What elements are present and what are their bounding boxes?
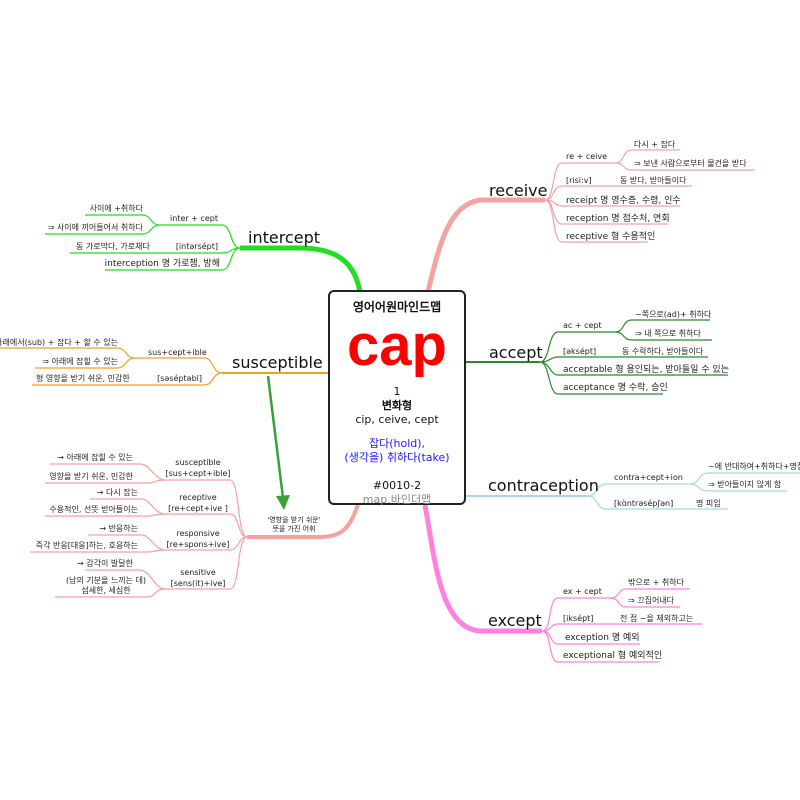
group-word: receptive xyxy=(179,493,217,502)
susceptible-parts-meaning-1: 아래에서(sub) + 잡다 + 할 수 있는 xyxy=(0,337,118,347)
except-derivative: exception 명 예외 xyxy=(565,631,640,643)
except-parts-meaning-2: ⇒ 끄집어내다 xyxy=(628,595,675,605)
group-word-meaning: (남의 기분을 느끼는 데) xyxy=(66,575,146,585)
susceptible-pronunciation: [səséptəbl] xyxy=(157,373,202,383)
receive-derivative: reception 명 접수처, 연회 xyxy=(566,212,670,224)
group-word-meaning: 섬세한, 세심한 xyxy=(81,585,131,595)
receive-parts-meaning-1: 다시 + 잡다 xyxy=(634,139,676,149)
group-word-parts: [re+spons+ive] xyxy=(167,540,230,549)
branch-accept xyxy=(466,319,728,395)
intercept-parts-meaning-2: ⇒ 사이에 끼어들어서 취하다 xyxy=(48,222,144,232)
accept-pronunciation: [əksépt] xyxy=(563,346,596,356)
intercept-pronunciation: [intərsépt] xyxy=(176,241,218,251)
contraception-parts-meaning-1: ~에 반대하여+취하다+명접 xyxy=(708,461,800,471)
receive-derivative: receipt 명 영수증, 수령, 인수 xyxy=(566,194,681,206)
group-word-meaning: → 반응하는 xyxy=(99,523,138,533)
accept-parts: ac + cept xyxy=(563,321,602,330)
relation-arrow xyxy=(266,375,290,510)
branch-label-contraception[interactable]: contraception xyxy=(488,476,599,495)
center-root-word: cap xyxy=(347,313,447,378)
branch-label-receive[interactable]: receive xyxy=(489,181,547,200)
group-word-meaning: 즉각 반응[대응]하는, 호응하는 xyxy=(36,540,138,550)
group-word: responsive xyxy=(176,529,219,538)
accept-derivative: acceptable 형 용인되는, 받아들일 수 있는 xyxy=(563,363,729,375)
contraception-parts: contra+cept+ion xyxy=(614,473,683,482)
center-meaning: (생각을) 취하다(take) xyxy=(344,451,450,464)
accept-parts-meaning-2: ⇒ 내 쪽으로 취하다 xyxy=(635,328,701,338)
center-brand: map.바인더맵 xyxy=(362,493,432,506)
except-parts-meaning-1: 밖으로 + 취하다 xyxy=(628,577,685,587)
group-word-parts: [sens(it)+ive] xyxy=(171,579,226,588)
center-variants-label: 변화형 xyxy=(381,399,413,412)
group-word-meaning: → 감각이 발달한 xyxy=(77,558,134,568)
susceptible-meaning: 형 영향을 받기 쉬운, 민감한 xyxy=(36,373,130,383)
group-label: '영향을 받기 쉬운' xyxy=(267,515,320,524)
group-word-parts: [re+cept+ive ] xyxy=(168,504,228,513)
except-derivative: exceptional 형 예외적인 xyxy=(563,649,662,661)
branch-group xyxy=(30,463,360,598)
receive-meaning: 동 받다, 받아들이다 xyxy=(620,175,687,185)
contraception-meaning: 명 피임 xyxy=(696,498,721,508)
intercept-derivative: interception 명 가로챔, 방해 xyxy=(105,257,220,269)
branch-label-accept[interactable]: accept xyxy=(489,343,543,362)
branch-receive xyxy=(425,149,755,293)
branch-label-intercept[interactable]: intercept xyxy=(248,228,320,247)
receive-parts-meaning-2: ⇒ 보낸 사람으로부터 물건을 받다 xyxy=(634,158,747,168)
group-word-meaning: → 아래에 잡힐 수 있는 xyxy=(57,452,133,462)
receive-derivative: receptive 형 수용적인 xyxy=(566,230,655,242)
group-word-parts: [sus+cept+ible] xyxy=(165,469,230,478)
except-meaning: 전 접 ~을 제외하고는 xyxy=(620,613,693,623)
branch-label-susceptible[interactable]: susceptible xyxy=(232,353,323,372)
group-word: susceptible xyxy=(175,458,220,467)
accept-parts-meaning-1: ~쪽으로(ad)+ 취하다 xyxy=(635,309,712,319)
receive-pronunciation: [risi:v] xyxy=(566,176,592,185)
intercept-parts: inter + cept xyxy=(170,214,218,223)
group-word-meaning: → 다시 잡는 xyxy=(97,487,138,497)
contraception-parts-meaning-2: ⇒ 받아들이지 않게 함 xyxy=(708,479,782,489)
branch-except xyxy=(422,504,702,663)
center-title: 영어어원마인드맵 xyxy=(352,300,442,314)
center-meaning: 잡다(hold), xyxy=(368,437,426,450)
receive-parts: re + ceive xyxy=(566,152,607,161)
group-word: sensitive xyxy=(180,568,216,577)
except-pronunciation: [iksépt] xyxy=(563,613,593,623)
except-parts: ex + cept xyxy=(563,587,602,596)
accept-meaning: 동 수락하다, 받아들이다 xyxy=(622,346,704,356)
accept-derivative: acceptance 명 수락, 승인 xyxy=(563,381,668,393)
branch-contraception xyxy=(466,472,800,510)
contraception-pronunciation: [kɑ̀ntrəsépʃən] xyxy=(614,498,673,508)
central-topic[interactable]: 영어어원마인드맵 cap 1 변화형 cip, ceive, cept 잡다(h… xyxy=(328,290,466,506)
group-label: 뜻을 가진 어휘 xyxy=(272,524,315,533)
center-number: 1 xyxy=(393,385,401,398)
branch-label-except[interactable]: except xyxy=(488,611,542,630)
group-word-meaning: 영향을 받기 쉬운, 민감한 xyxy=(49,471,133,481)
susceptible-parts-meaning-2: ⇒ 아래에 잡힐 수 있는 xyxy=(42,356,118,366)
susceptible-parts: sus+cept+ible xyxy=(148,348,207,357)
group-word-meaning: 수용적인, 선뜻 받아들이는 xyxy=(49,504,138,514)
center-code: #0010-2 xyxy=(372,479,422,492)
intercept-meaning: 동 가로막다, 가로채다 xyxy=(76,241,151,251)
branch-intercept xyxy=(45,214,363,293)
center-variants: cip, ceive, cept xyxy=(355,413,439,426)
intercept-parts-meaning-1: 사이에 +취하다 xyxy=(90,203,144,213)
branch-susceptible xyxy=(0,347,328,386)
